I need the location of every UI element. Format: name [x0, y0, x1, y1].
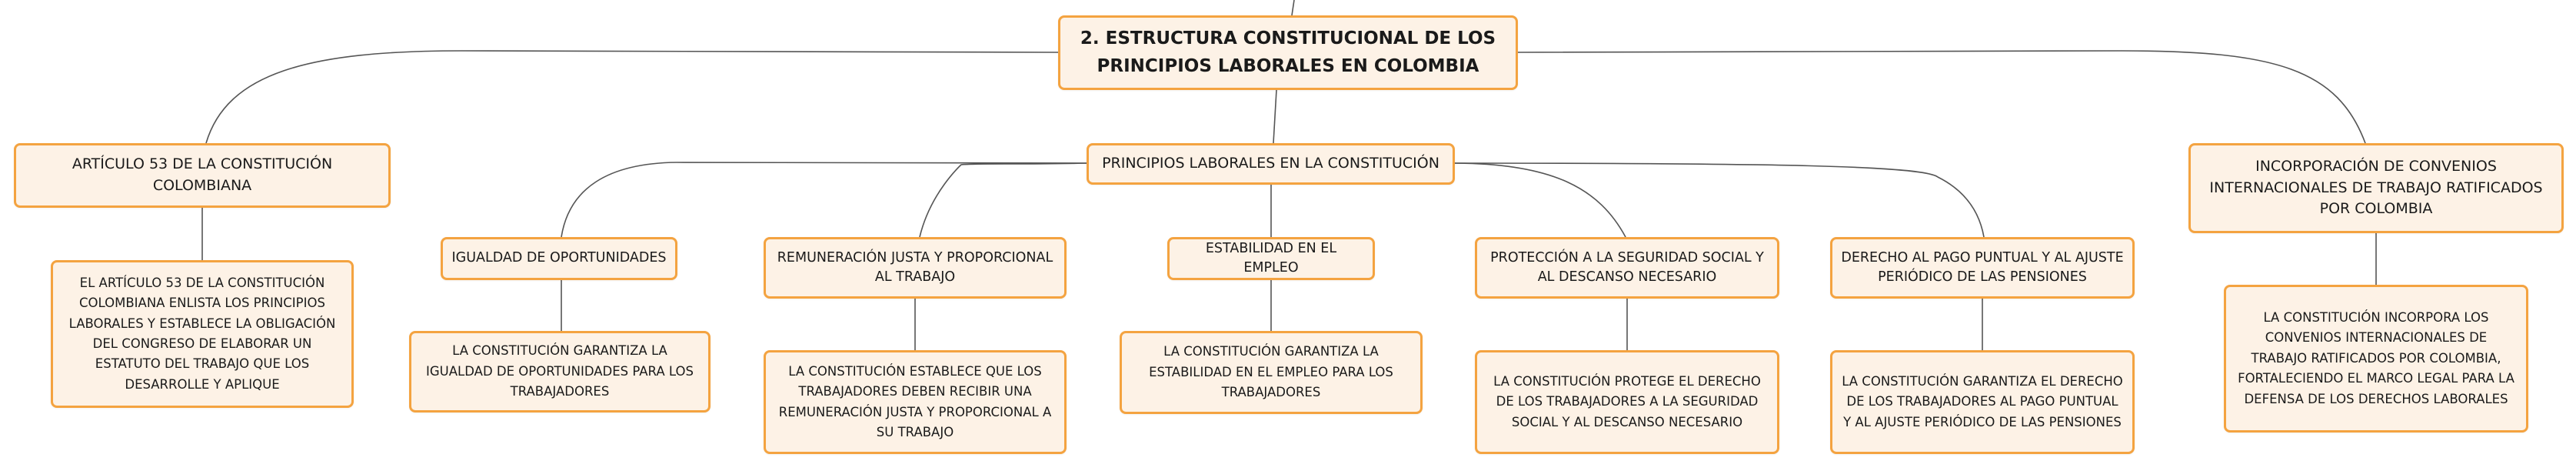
connector-center-topic-5 — [1453, 162, 1985, 238]
connector-center-topic-2 — [919, 162, 1088, 238]
connector-center-topic-1 — [561, 162, 1088, 238]
connector-root-center — [1273, 89, 1277, 144]
detail-node-estabilidad[interactable]: LA CONSTITUCIÓN GARANTIZA LA ESTABILIDAD… — [1120, 331, 1423, 414]
detail-node-seguridad-social[interactable]: LA CONSTITUCIÓN PROTEGE EL DERECHO DE LO… — [1475, 350, 1779, 454]
topic-node-igualdad[interactable]: IGUALDAD DE OPORTUNIDADES — [441, 237, 677, 280]
right-branch-detail-node[interactable]: LA CONSTITUCIÓN INCORPORA LOS CONVENIOS … — [2224, 285, 2528, 433]
connector-root-right — [1516, 50, 2366, 144]
topic-node-remuneracion[interactable]: REMUNERACIÓN JUSTA Y PROPORCIONAL AL TRA… — [764, 237, 1067, 299]
detail-node-igualdad[interactable]: LA CONSTITUCIÓN GARANTIZA LA IGUALDAD DE… — [409, 331, 711, 413]
topic-node-pensiones[interactable]: DERECHO AL PAGO PUNTUAL Y AL AJUSTE PERI… — [1830, 237, 2135, 299]
left-branch-node[interactable]: ARTÍCULO 53 DE LA CONSTITUCIÓN COLOMBIAN… — [14, 143, 391, 208]
topic-node-seguridad-social[interactable]: PROTECCIÓN A LA SEGURIDAD SOCIAL Y AL DE… — [1475, 237, 1779, 299]
left-branch-detail-node[interactable]: EL ARTÍCULO 53 DE LA CONSTITUCIÓN COLOMB… — [51, 260, 354, 408]
right-branch-node[interactable]: INCORPORACIÓN DE CONVENIOS INTERNACIONAL… — [2188, 143, 2564, 233]
topic-node-estabilidad[interactable]: ESTABILIDAD EN EL EMPLEO — [1167, 237, 1375, 280]
detail-node-remuneracion[interactable]: LA CONSTITUCIÓN ESTABLECE QUE LOS TRABAJ… — [764, 350, 1067, 454]
root-node[interactable]: 2. ESTRUCTURA CONSTITUCIONAL DE LOS PRIN… — [1058, 15, 1518, 90]
center-branch-node[interactable]: PRINCIPIOS LABORALES EN LA CONSTITUCIÓN — [1087, 143, 1455, 185]
detail-node-pensiones[interactable]: LA CONSTITUCIÓN GARANTIZA EL DERECHO DE … — [1830, 350, 2135, 454]
connector-center-topic-4 — [1453, 162, 1626, 238]
connector-root-left — [205, 50, 1060, 144]
connector-root-incoming — [1291, 0, 1295, 16]
